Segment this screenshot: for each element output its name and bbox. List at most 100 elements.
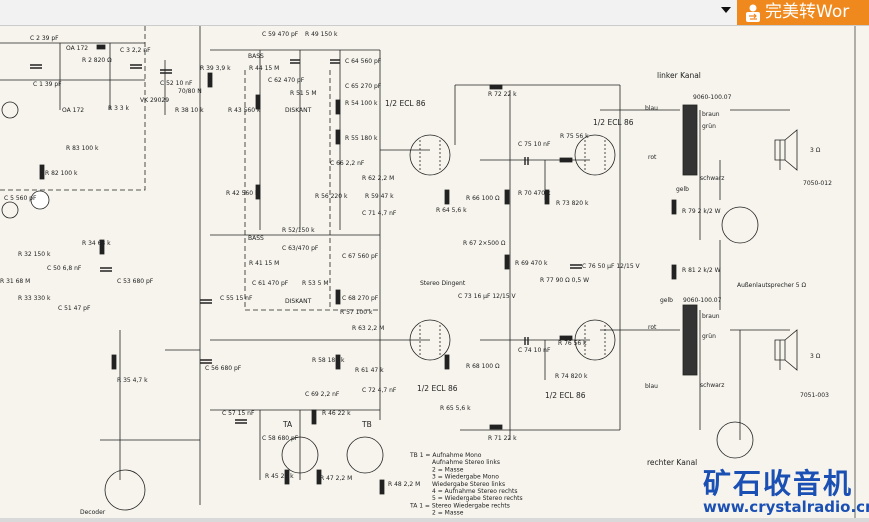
legend-line: 5 = Wiedergabe Stereo rechts	[432, 495, 523, 502]
component-label: C 66 2,2 nF	[330, 160, 365, 167]
component-label: R 48 2,2 M	[388, 481, 420, 488]
wire-color: rot	[648, 154, 657, 161]
wire-color: schwarz	[700, 175, 724, 182]
component-label: R 54 100 k	[345, 100, 378, 107]
transformer-label: 9060-100.07	[693, 94, 732, 101]
component-label: R 71 22 k	[488, 435, 517, 442]
component-label: C 62 470 pF	[268, 77, 305, 84]
component-label: R 70 470 k	[518, 190, 551, 197]
component-label: C 50 6,8 nF	[47, 265, 82, 272]
decoder-label: Decoder	[80, 509, 106, 516]
person-convert-icon	[745, 4, 761, 22]
wire-color: braun	[702, 313, 720, 320]
transformer-label: 9060-100.07	[683, 297, 722, 304]
component-label: OA 172	[62, 107, 84, 114]
component-label: C 65 270 pF	[345, 83, 382, 90]
legend-line: Wiedergabe Stereo links	[432, 481, 505, 488]
component-label: R 81 2 k/2 W	[682, 267, 721, 274]
bass-label: BASS	[248, 53, 264, 60]
component-label: R 49 150 k	[305, 31, 338, 38]
component-label: R 65 5,6 k	[440, 405, 471, 412]
component-label: R 31 68 M	[0, 278, 30, 285]
tube-label: 1/2 ECL 86	[385, 99, 426, 108]
component-label: R 61 47 k	[355, 367, 384, 374]
component-label: R 38 10 k	[175, 107, 204, 114]
bass-label: BASS	[248, 235, 264, 242]
watermark-url: www.crystalradio.cn	[703, 498, 869, 516]
speaker-ohm: 3 Ω	[810, 353, 821, 360]
component-label: C 72 4,7 nF	[362, 387, 397, 394]
component-label: C 61 470 pF	[252, 280, 289, 287]
component-label: C 55 15 nF	[220, 295, 253, 302]
wire-color: grün	[702, 333, 716, 340]
component-label: R 76 56 k	[558, 340, 587, 347]
component-label: C 68 270 pF	[342, 295, 379, 302]
component-label: C 57 15 nF	[222, 410, 255, 417]
wire-color: rot	[648, 324, 657, 331]
tube-label: 1/2 ECL 86	[593, 118, 634, 127]
wire-color: braun	[702, 111, 720, 118]
component-label: R 79 2 k/2 W	[682, 208, 721, 215]
component-label: R 41 15 M	[249, 260, 279, 267]
component-label: R 53 5 M	[302, 280, 329, 287]
component-label: R 83 100 k	[66, 145, 99, 152]
component-label: R 77 90 Ω 0,5 W	[540, 277, 589, 284]
component-label: R 52/150 k	[282, 227, 315, 234]
component-label: C 3 2,2 nF	[120, 47, 151, 54]
component-label: R 46 22 k	[322, 410, 351, 417]
component-label: R 47 2,2 M	[320, 475, 352, 482]
component-label: R 59 47 k	[365, 193, 394, 200]
component-label: R 73 820 k	[556, 200, 589, 207]
component-label: C 69 2,2 nF	[305, 391, 340, 398]
component-label: C 56 680 pF	[205, 365, 242, 372]
diskant-label: DISKANT	[285, 107, 312, 114]
stereo-label: Stereo Dingent	[420, 280, 466, 287]
component-label: VK 29029	[140, 97, 169, 104]
component-label: R 55 180 k	[345, 135, 378, 142]
component-label: C 5 560 pF	[4, 195, 37, 202]
circuit-schematic: linker Kanal rechter Kanal 1/2 ECL 86 1/…	[0, 26, 856, 518]
wire-color: gelb	[660, 297, 673, 304]
legend-line: 4 = Aufnahme Stereo rechts	[432, 488, 517, 495]
convert-to-word-button[interactable]: 完美转Wor	[737, 0, 869, 25]
convert-button-label: 完美转Wor	[765, 2, 850, 22]
wire-color: blau	[645, 105, 658, 112]
component-label: C 73 16 µF 12/15 V	[458, 293, 517, 300]
component-label: R 64 5,6 k	[436, 207, 467, 214]
legend-line: 2 = Masse	[432, 510, 464, 517]
component-label: R 69 470 k	[515, 260, 548, 267]
schematic-document: linker Kanal rechter Kanal 1/2 ECL 86 1/…	[0, 26, 869, 518]
component-label: C 2 39 pF	[30, 35, 59, 42]
watermark-title: 矿石收音机	[703, 467, 854, 500]
component-label: C 53 680 pF	[117, 278, 154, 285]
component-label: C 58 680 pF	[262, 435, 299, 442]
component-label: R 58 180 k	[312, 357, 345, 364]
legend-line: 3 = Wiedergabe Mono	[432, 474, 499, 481]
component-label: C 59 470 pF	[262, 31, 299, 38]
component-label: R 42 560 k	[226, 190, 259, 197]
component-label: C 51 47 pF	[58, 305, 91, 312]
component-label: R 57 100 k	[340, 309, 373, 316]
speaker-ohm: 3 Ω	[810, 147, 821, 154]
wire-color: schwarz	[700, 382, 724, 389]
component-label: R 63 2,2 M	[352, 325, 384, 332]
wire-color: grün	[702, 123, 716, 130]
component-label: R 33 330 k	[18, 295, 51, 302]
component-label: OA 172	[66, 45, 88, 52]
component-label: R 72 22 k	[488, 91, 517, 98]
left-channel-label: linker Kanal	[657, 71, 701, 80]
component-label: C 1 39 pF	[33, 81, 62, 88]
component-label: R 45 22 k	[265, 473, 294, 480]
component-label: R 75 56 k	[560, 133, 589, 140]
wire-color: gelb	[676, 186, 689, 193]
dropdown-arrow-icon[interactable]	[721, 7, 731, 13]
component-label: R 66 100 Ω	[466, 195, 500, 202]
component-label: R 3 3 k	[108, 105, 130, 112]
legend-line: TA 1 = Stereo Wiedergabe rechts	[409, 502, 510, 509]
tb-label: TB	[361, 420, 372, 429]
component-label: R 67 2×500 Ω	[463, 240, 506, 247]
component-label: R 74 820 k	[555, 373, 588, 380]
horizontal-scrollbar[interactable]	[0, 518, 869, 522]
